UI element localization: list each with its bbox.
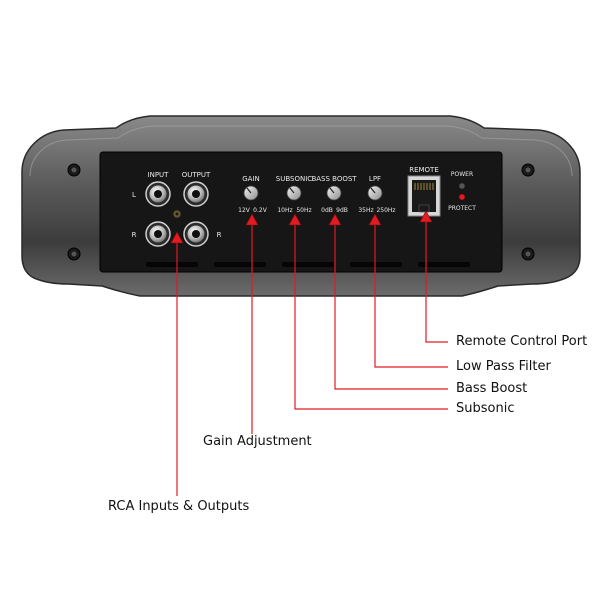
- callout-lines: [176, 214, 448, 496]
- right-channel-label-right: R: [217, 231, 222, 239]
- callout-remote-control-port: Remote Control Port: [456, 334, 588, 349]
- rca-jack-output-right[interactable]: [183, 221, 209, 247]
- gain-min-label: 12V: [238, 207, 251, 214]
- rca-jack-output-left[interactable]: [183, 181, 209, 207]
- input-label: INPUT: [148, 171, 170, 179]
- protect-label: PROTECT: [448, 205, 476, 212]
- bass-boost-min-label: 0dB: [321, 207, 333, 214]
- lpf-knob[interactable]: [367, 185, 383, 201]
- rca-jack-input-right[interactable]: [145, 221, 171, 247]
- callout-subsonic: Subsonic: [456, 401, 515, 416]
- power-label: POWER: [451, 171, 473, 178]
- screw-top-right: [521, 163, 535, 177]
- arrowhead-lpf: [368, 213, 382, 226]
- power-led: [458, 182, 466, 190]
- remote-port[interactable]: [407, 175, 441, 217]
- gain-max-label: 0.2V: [253, 207, 268, 214]
- output-label: OUTPUT: [182, 171, 211, 179]
- callout-line-subsonic: [294, 218, 448, 410]
- subsonic-max-label: 50Hz: [296, 207, 311, 214]
- ground-screw: [172, 209, 182, 219]
- gain-label: GAIN: [242, 175, 260, 183]
- callout-bass-boost: Bass Boost: [456, 381, 528, 396]
- arrowhead-subsonic: [288, 213, 302, 226]
- vent-slots: [146, 262, 470, 267]
- arrowhead-bass: [328, 213, 342, 226]
- lpf-max-label: 250Hz: [376, 207, 395, 214]
- remote-label: REMOTE: [409, 166, 439, 174]
- screw-top-left: [67, 163, 81, 177]
- left-channel-label: L: [132, 191, 136, 199]
- arrowhead-rca: [170, 231, 184, 244]
- callout-gain-adjustment: Gain Adjustment: [203, 434, 312, 449]
- bass-boost-label: BASS BOOST: [311, 175, 357, 183]
- protect-led: [458, 193, 466, 201]
- rca-jack-input-left[interactable]: [145, 181, 171, 207]
- lpf-label: LPF: [369, 175, 381, 183]
- right-channel-label-left: R: [132, 231, 137, 239]
- callout-rca-inputs-outputs: RCA Inputs & Outputs: [108, 499, 250, 514]
- callout-low-pass-filter: Low Pass Filter: [456, 359, 551, 374]
- bass-boost-knob[interactable]: [326, 185, 342, 201]
- arrowhead-gain: [245, 213, 259, 226]
- callout-line-lpf: [374, 218, 448, 368]
- subsonic-knob[interactable]: [286, 185, 302, 201]
- gain-knob[interactable]: [243, 185, 259, 201]
- subsonic-min-label: 10Hz: [277, 207, 292, 214]
- arrowhead-remote: [419, 210, 433, 223]
- screw-bottom-right: [521, 247, 535, 261]
- callout-line-bass: [334, 218, 448, 390]
- screw-bottom-left: [67, 247, 81, 261]
- bass-boost-max-label: 9dB: [336, 207, 348, 214]
- chassis-highlight: [29, 125, 573, 177]
- subsonic-label: SUBSONIC: [276, 175, 313, 183]
- callout-line-remote: [425, 214, 448, 343]
- lpf-min-label: 35Hz: [358, 207, 373, 214]
